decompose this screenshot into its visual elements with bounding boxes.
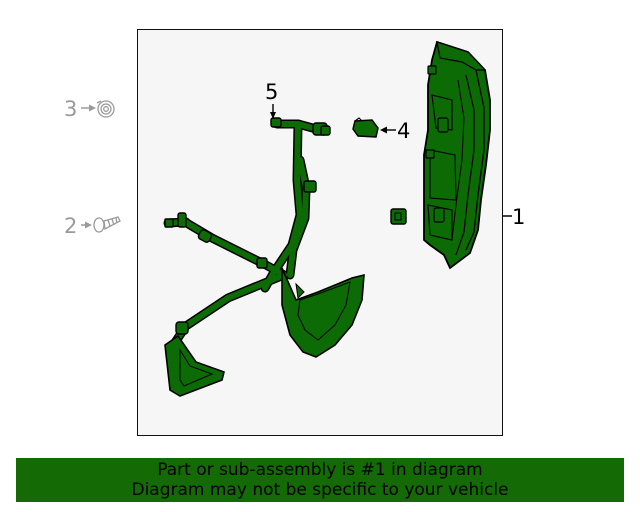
part-5-number: 5 — [265, 80, 278, 104]
part-4-number: 4 — [397, 119, 410, 143]
part-2-number: 2 — [64, 214, 77, 238]
wiring-harness[interactable] — [163, 117, 365, 397]
part-1-callout[interactable]: 1 — [502, 205, 525, 229]
info-banner: Part or sub-assembly is #1 in diagram Di… — [16, 458, 624, 502]
parts-diagram: 3 2 — [64, 40, 525, 397]
part-3-callout[interactable]: 3 — [64, 97, 115, 121]
banner-line-1: Part or sub-assembly is #1 in diagram — [157, 460, 483, 480]
part-4-callout[interactable]: 4 — [380, 119, 410, 143]
retainer-clip[interactable] — [390, 208, 407, 225]
bulb-socket[interactable] — [352, 117, 379, 138]
clip-nut-icon — [96, 100, 115, 118]
part-1-number: 1 — [512, 205, 525, 229]
banner-line-2: Diagram may not be specific to your vehi… — [131, 480, 509, 500]
part-3-number: 3 — [64, 97, 77, 121]
part-2-callout[interactable]: 2 — [64, 214, 121, 238]
tail-lamp-assembly[interactable] — [423, 40, 491, 270]
screw-icon — [93, 216, 121, 233]
part-5-callout[interactable]: 5 — [265, 80, 278, 119]
